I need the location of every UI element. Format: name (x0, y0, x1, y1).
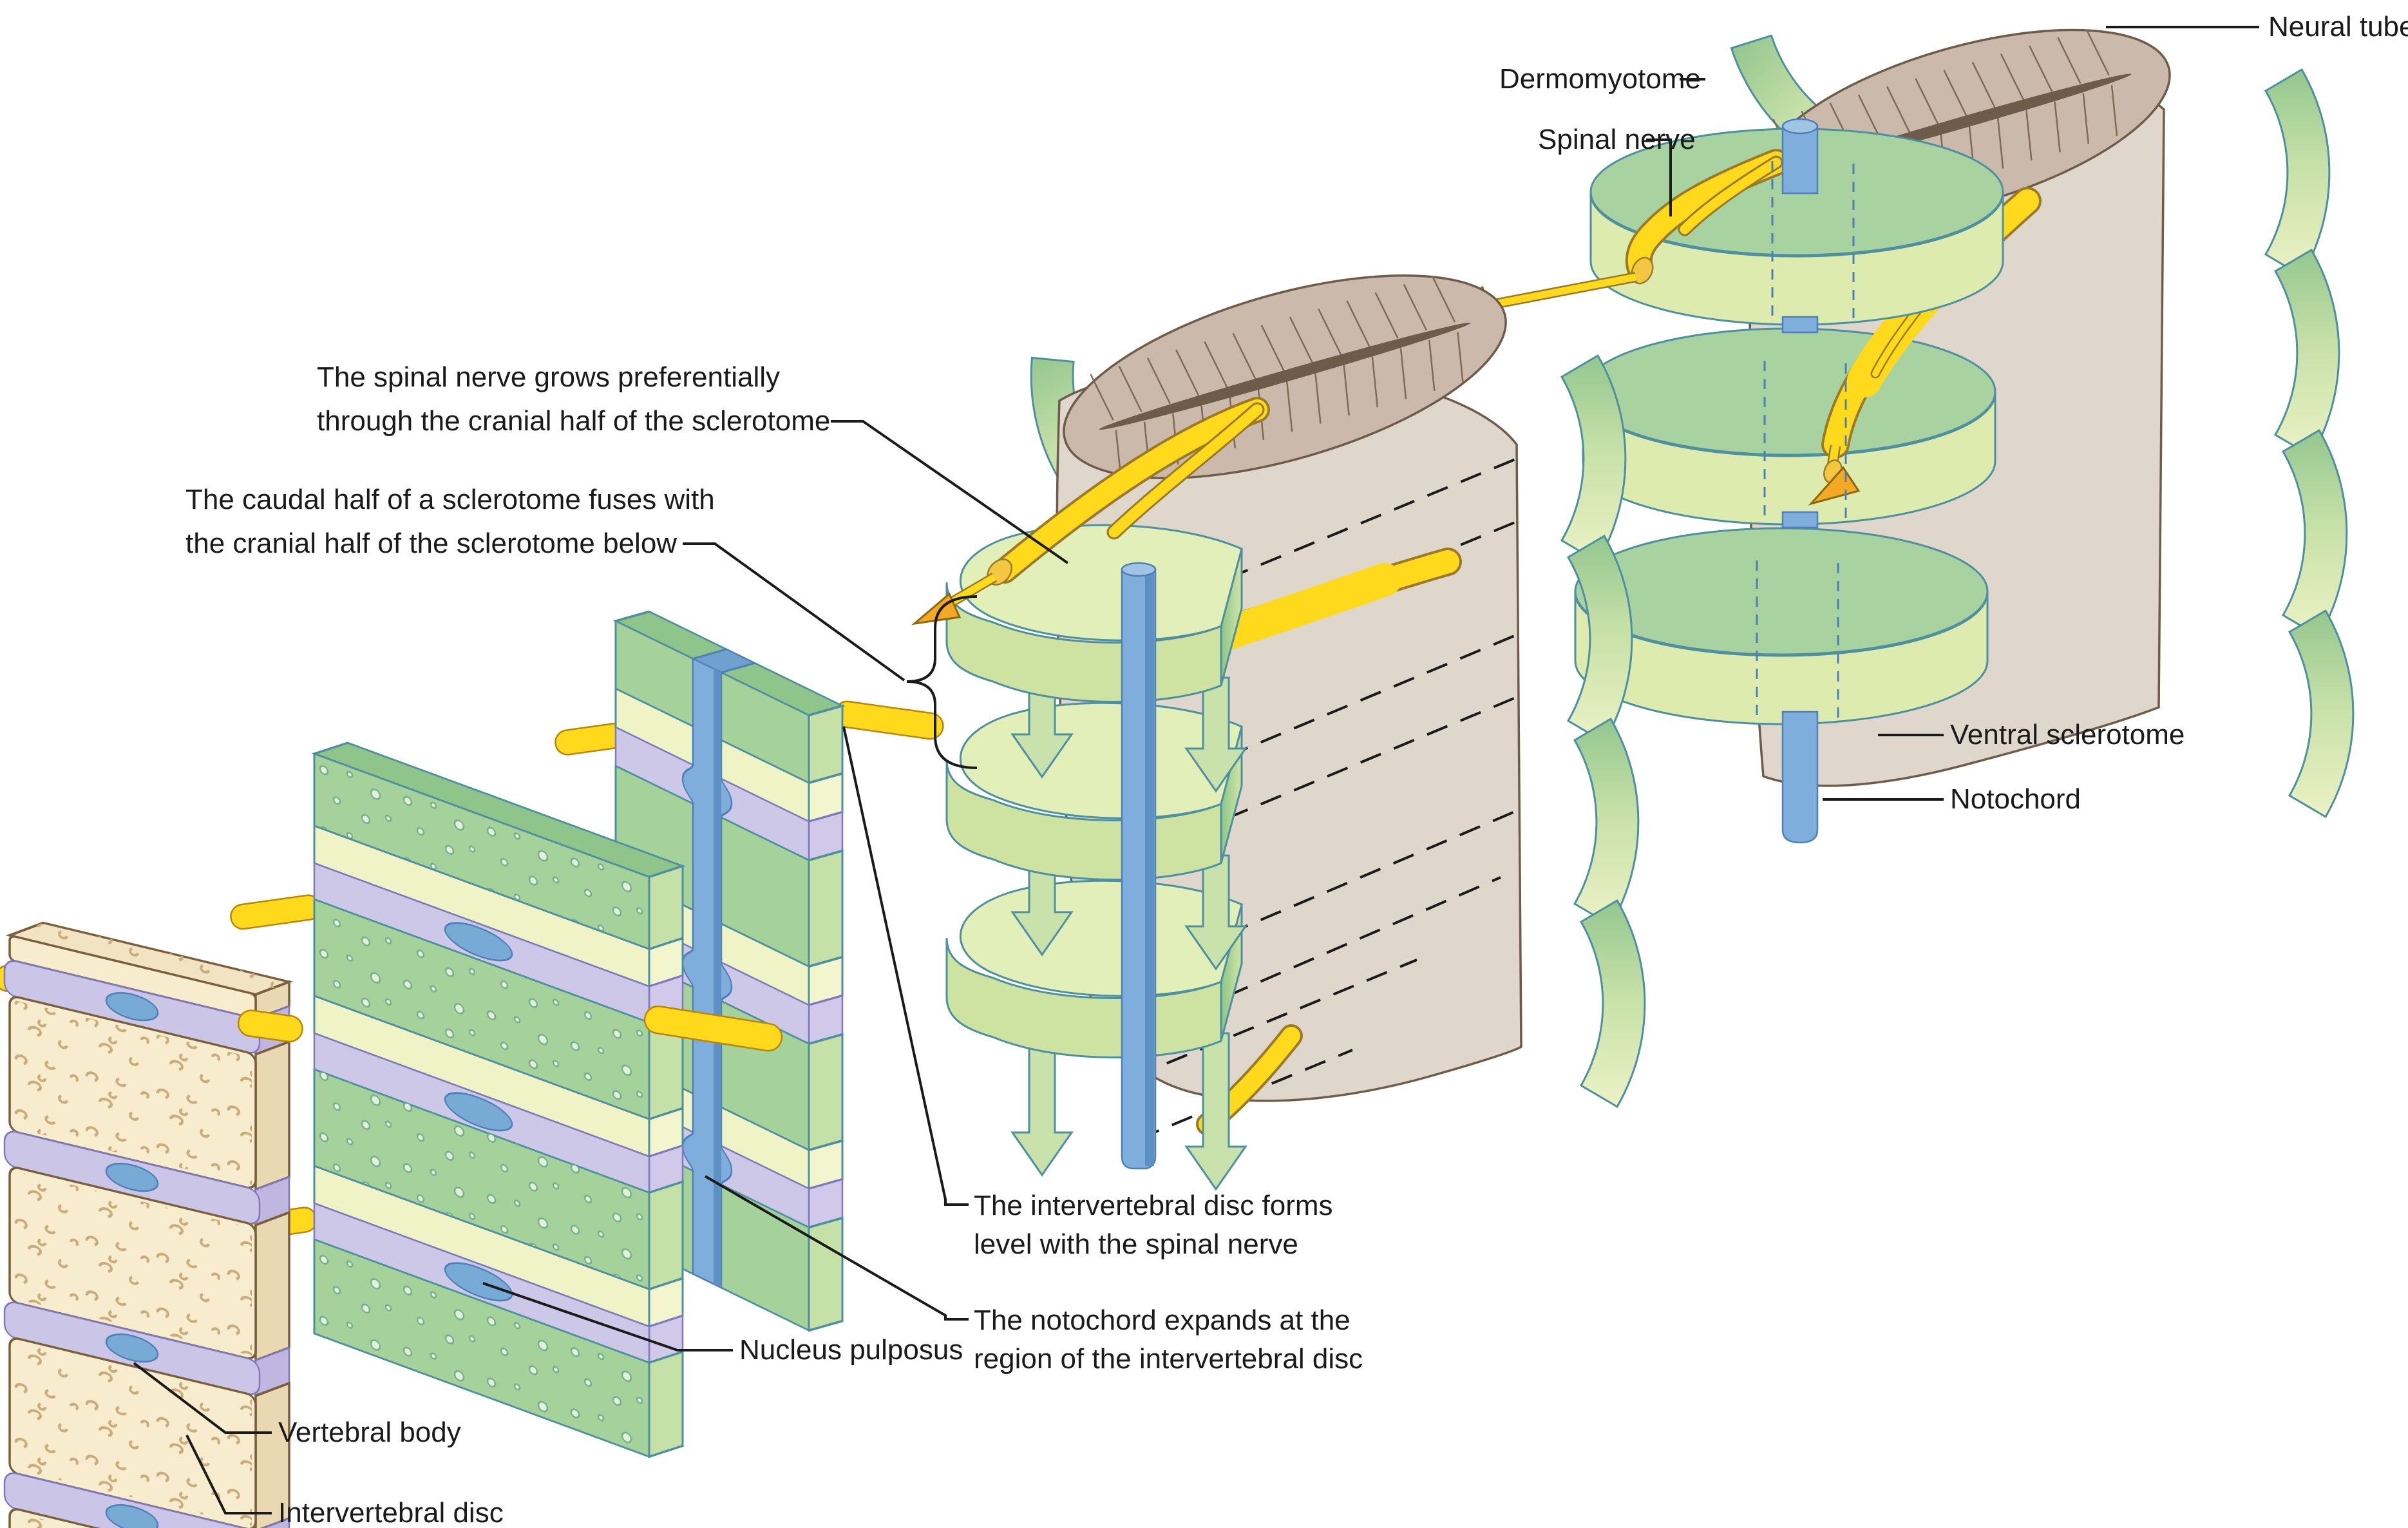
spinal-nerve-stub (643, 1005, 783, 1052)
slab-side-face (808, 704, 844, 1332)
spinal-nerve-stub (230, 894, 321, 930)
notochord-rod (1781, 118, 1819, 844)
neural-tube-slit (1099, 322, 1471, 430)
stage5-vertebral-column (3, 921, 294, 1528)
dermomyotome-crescent (1580, 899, 1646, 1108)
annotation-spinal-nerve-growth: The spinal nerve grows preferentially th… (317, 361, 1069, 564)
dermomyotome-crescent (2288, 609, 2355, 818)
annotation-text: The spinal nerve grows preferentially (317, 361, 780, 393)
sclerotome-fusion-bracket (906, 595, 978, 769)
nucleus-pulposus-ellipse (105, 1333, 159, 1363)
label-nucleus-pulposus: Nucleus pulposus (739, 1334, 963, 1366)
nucleus-pulposus-ellipse (444, 922, 513, 962)
leader-nucleus-pulposus (482, 1282, 733, 1351)
leader-spinal-nerve (1646, 138, 1672, 216)
annotation-disc-level: The intervertebral disc forms level with… (842, 726, 1333, 1260)
nucleus-pulposus-ellipse (105, 1504, 159, 1528)
leader-vertebral-body (133, 1362, 272, 1434)
leader-spinal-nerve-growth (831, 420, 1069, 564)
dermomyotome-crescent (2274, 249, 2340, 457)
sclerotome-half-disc (945, 702, 1243, 881)
spinal-nerve (911, 397, 1270, 626)
dermomyotome-crescent (2264, 68, 2331, 277)
annotation-text: The notochord expands at the (974, 1304, 1351, 1336)
annotation-text: the cranial half of the sclerotome below (185, 528, 677, 559)
annotation-text: region of the intervertebral disc (974, 1343, 1363, 1375)
spinal-nerve-stub (833, 700, 944, 740)
annotation-sclerotome-fusion: The caudal half of a sclerotome fuses wi… (185, 484, 905, 682)
ventral-sclerotome-disc (1582, 327, 1996, 526)
annotation-text: through the cranial half of the scleroto… (317, 405, 830, 437)
leader-notochord-expansion (704, 1175, 969, 1321)
leader-sclerotome-fusion (683, 542, 905, 682)
notochord-rod (1121, 562, 1157, 1170)
sclerotome-half-disc (945, 879, 1243, 1058)
label-vertebral-body: Vertebral body (278, 1417, 461, 1448)
annotation-text: The caudal half of a sclerotome fuses wi… (185, 484, 715, 515)
ventral-sclerotome-disc (1574, 527, 1989, 725)
dermomyotome-crescent (1573, 718, 1640, 926)
spinal-nerve-stub (237, 1009, 303, 1043)
label-dermomyotome: Dermomyotome (1499, 63, 1701, 95)
dermomyotome-crescent (2282, 429, 2348, 638)
annotation-layer: Neural tube Dermomyotome Spinal nerve Ve… (133, 11, 2408, 1528)
annotation-text: The intervertebral disc forms (974, 1190, 1333, 1221)
nucleus-pulposus-ellipse (105, 1163, 159, 1192)
label-ventral-sclerotome: Ventral sclerotome (1950, 719, 2185, 750)
slab-side-face (648, 864, 684, 1458)
notochord-hidden-dashes (1756, 161, 1855, 724)
column-front-face (3, 935, 261, 1528)
nucleus-pulposus-ellipse (444, 1092, 513, 1132)
stage1-somite-figure (1441, 20, 2355, 844)
sclerotome-half-disc (945, 524, 1243, 703)
annotation-notochord-expansion: The notochord expands at the region of t… (704, 1175, 1363, 1375)
label-neural-tube: Neural tube (2268, 11, 2408, 43)
stage4-precartilage-slab-group (226, 741, 783, 1458)
slab-front-face (313, 752, 650, 1458)
stage4-precartilage-slab (311, 741, 686, 1458)
leader-intervertebral-disc (185, 1435, 272, 1514)
nucleus-pulposus-ellipse (105, 992, 159, 1022)
stage2-resegmentation-figure (911, 274, 1646, 1190)
label-spinal-nerve: Spinal nerve (1538, 124, 1696, 155)
stage5-vertebral-column-group (0, 921, 303, 1528)
annotation-text: level with the spinal nerve (974, 1228, 1298, 1260)
leader-disc-level (842, 726, 969, 1206)
label-notochord: Notochord (1950, 783, 2081, 815)
notochord-strip-shade (714, 669, 721, 1288)
label-intervertebral-disc: Intervertebral disc (278, 1497, 504, 1528)
